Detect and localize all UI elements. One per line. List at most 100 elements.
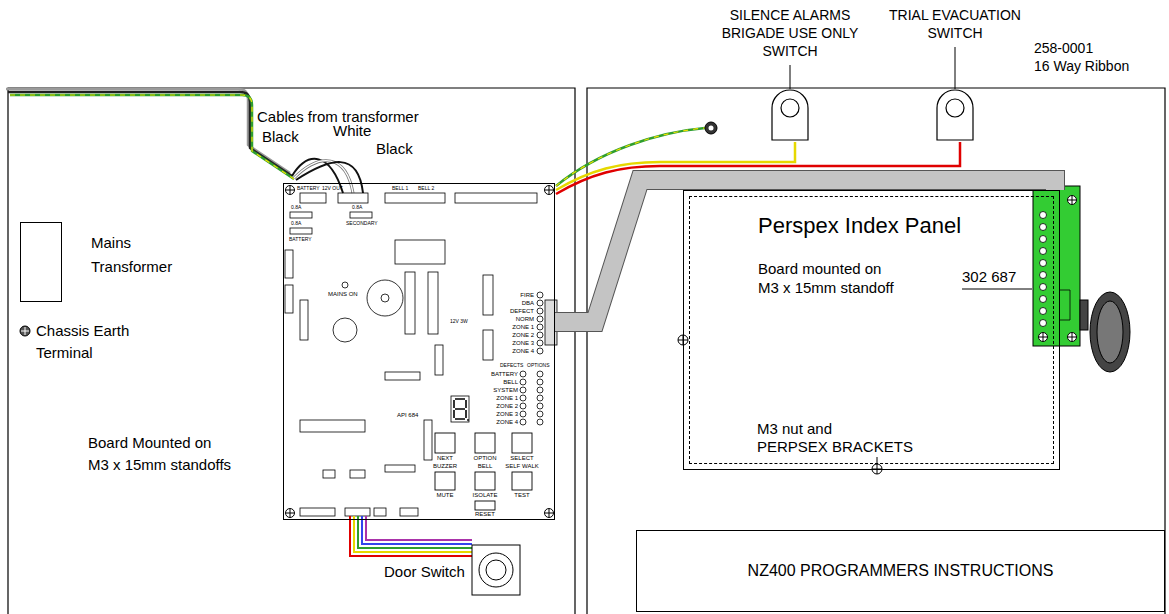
door-wires (354, 516, 472, 552)
leader-line (790, 47, 1032, 463)
instructions-box: NZ400 PROGRAMMERS INSTRUCTIONS (636, 530, 1165, 612)
terminal-label: BATTERY (297, 185, 320, 191)
index-board (1039, 333, 1047, 341)
pcb-led (537, 340, 543, 346)
led-label: ZONE 3 (494, 339, 534, 347)
transformer-wires (296, 162, 363, 193)
circuit-board-parts (367, 280, 403, 316)
index-board (1068, 333, 1076, 341)
led-label: ZONE 4 (478, 418, 518, 426)
index-board (1068, 333, 1077, 342)
circuit-board-parts (424, 420, 432, 460)
circuit-board-parts (455, 193, 537, 203)
index-board (1040, 236, 1047, 243)
pcb-led (520, 387, 526, 393)
fuse-label: SECONDARY (346, 220, 378, 226)
screw (286, 509, 294, 517)
ribbon-cable-body (555, 180, 1055, 322)
earth-terminal (20, 326, 30, 336)
circuit-board-parts (290, 228, 312, 234)
pcb-led (537, 324, 543, 330)
button-label: BUZZER (423, 463, 467, 470)
screw (545, 509, 554, 518)
door-wires (350, 516, 472, 556)
push-button (512, 472, 532, 490)
board-code: API 684 (397, 412, 418, 419)
index-board (1080, 300, 1088, 330)
circuit-board-parts (385, 465, 415, 472)
instructions-title: NZ400 PROGRAMMERS INSTRUCTIONS (748, 561, 1054, 580)
circuit-board-parts (342, 282, 348, 288)
circuit-board-parts (345, 508, 370, 516)
circuit-board-parts (385, 372, 420, 380)
circuit-board-parts (300, 193, 326, 203)
pcb-led (520, 379, 526, 385)
pcb-led (537, 316, 543, 322)
led-label: MAINS ON (328, 291, 358, 298)
led-label: ZONE 2 (478, 402, 518, 410)
switch-tab (946, 99, 964, 117)
ribbon-cable-outline (555, 180, 1055, 322)
button-label: OPTION (463, 455, 507, 462)
circuit-board-parts (405, 272, 415, 334)
seven-segment-display (451, 396, 469, 422)
pcb-led (537, 308, 543, 314)
earth-ring (709, 126, 714, 131)
door-wires (350, 516, 472, 556)
index-board (1040, 296, 1047, 303)
transformer-box: Mains Transformer (20, 222, 62, 302)
mounting-note: Board mounted on M3 x 15mm standoff (758, 259, 900, 297)
door-switch (479, 553, 513, 587)
led-label: BATTERY (478, 370, 518, 378)
index-board (1033, 186, 1080, 346)
index-board (1040, 308, 1047, 315)
led-label: DBA (494, 299, 534, 307)
circuit-board-parts (400, 508, 418, 516)
door-switch (472, 545, 520, 595)
circuit-board-parts (300, 508, 335, 516)
circuit-board-parts (333, 318, 357, 342)
button-label: MUTE (423, 492, 467, 499)
push-button (475, 433, 495, 453)
index-board (1040, 272, 1047, 279)
circuit-board-parts (435, 345, 443, 375)
circuit-board-parts (300, 420, 365, 432)
led-label: ZONE 4 (494, 347, 534, 355)
earth-terminal (20, 326, 30, 336)
push-button (435, 433, 455, 453)
circuit-board-parts (395, 240, 445, 264)
pcb-led (537, 395, 543, 401)
switch-callout: TRIAL EVACUATION SWITCH (880, 6, 1030, 42)
button-label: RESET (463, 511, 507, 518)
part-label: Mains Transformer (91, 231, 181, 279)
led-label: DEFECT (494, 307, 534, 315)
index-board (1040, 320, 1047, 327)
index-board (1068, 196, 1077, 205)
circuit-board-parts (290, 212, 312, 218)
index-board (1040, 212, 1047, 327)
led-label: ZONE 1 (494, 323, 534, 331)
pcb-led (537, 403, 543, 409)
circuit-board-parts (374, 508, 386, 516)
index-board (1040, 260, 1047, 267)
transformer-cable (10, 95, 294, 179)
led-label: NORM (494, 315, 534, 323)
door-wires (358, 516, 472, 548)
index-board (1040, 224, 1047, 231)
index-board (1097, 301, 1123, 363)
component-label: 12V 3W (450, 318, 468, 324)
index-board (1039, 333, 1048, 342)
button-label: TEST (500, 492, 544, 499)
wire-colour: White (333, 122, 371, 140)
pcb-led (537, 387, 543, 393)
circuit-board-parts (323, 470, 335, 478)
earth-ring (705, 122, 717, 134)
circuit-board-parts (338, 193, 368, 203)
screw (545, 509, 553, 517)
door-switch (472, 545, 520, 595)
part-label: Door Switch (384, 563, 465, 581)
seven-segment-display (451, 396, 469, 422)
transformer-cable (6, 89, 290, 173)
column-heading: DEFECTS (500, 362, 523, 368)
